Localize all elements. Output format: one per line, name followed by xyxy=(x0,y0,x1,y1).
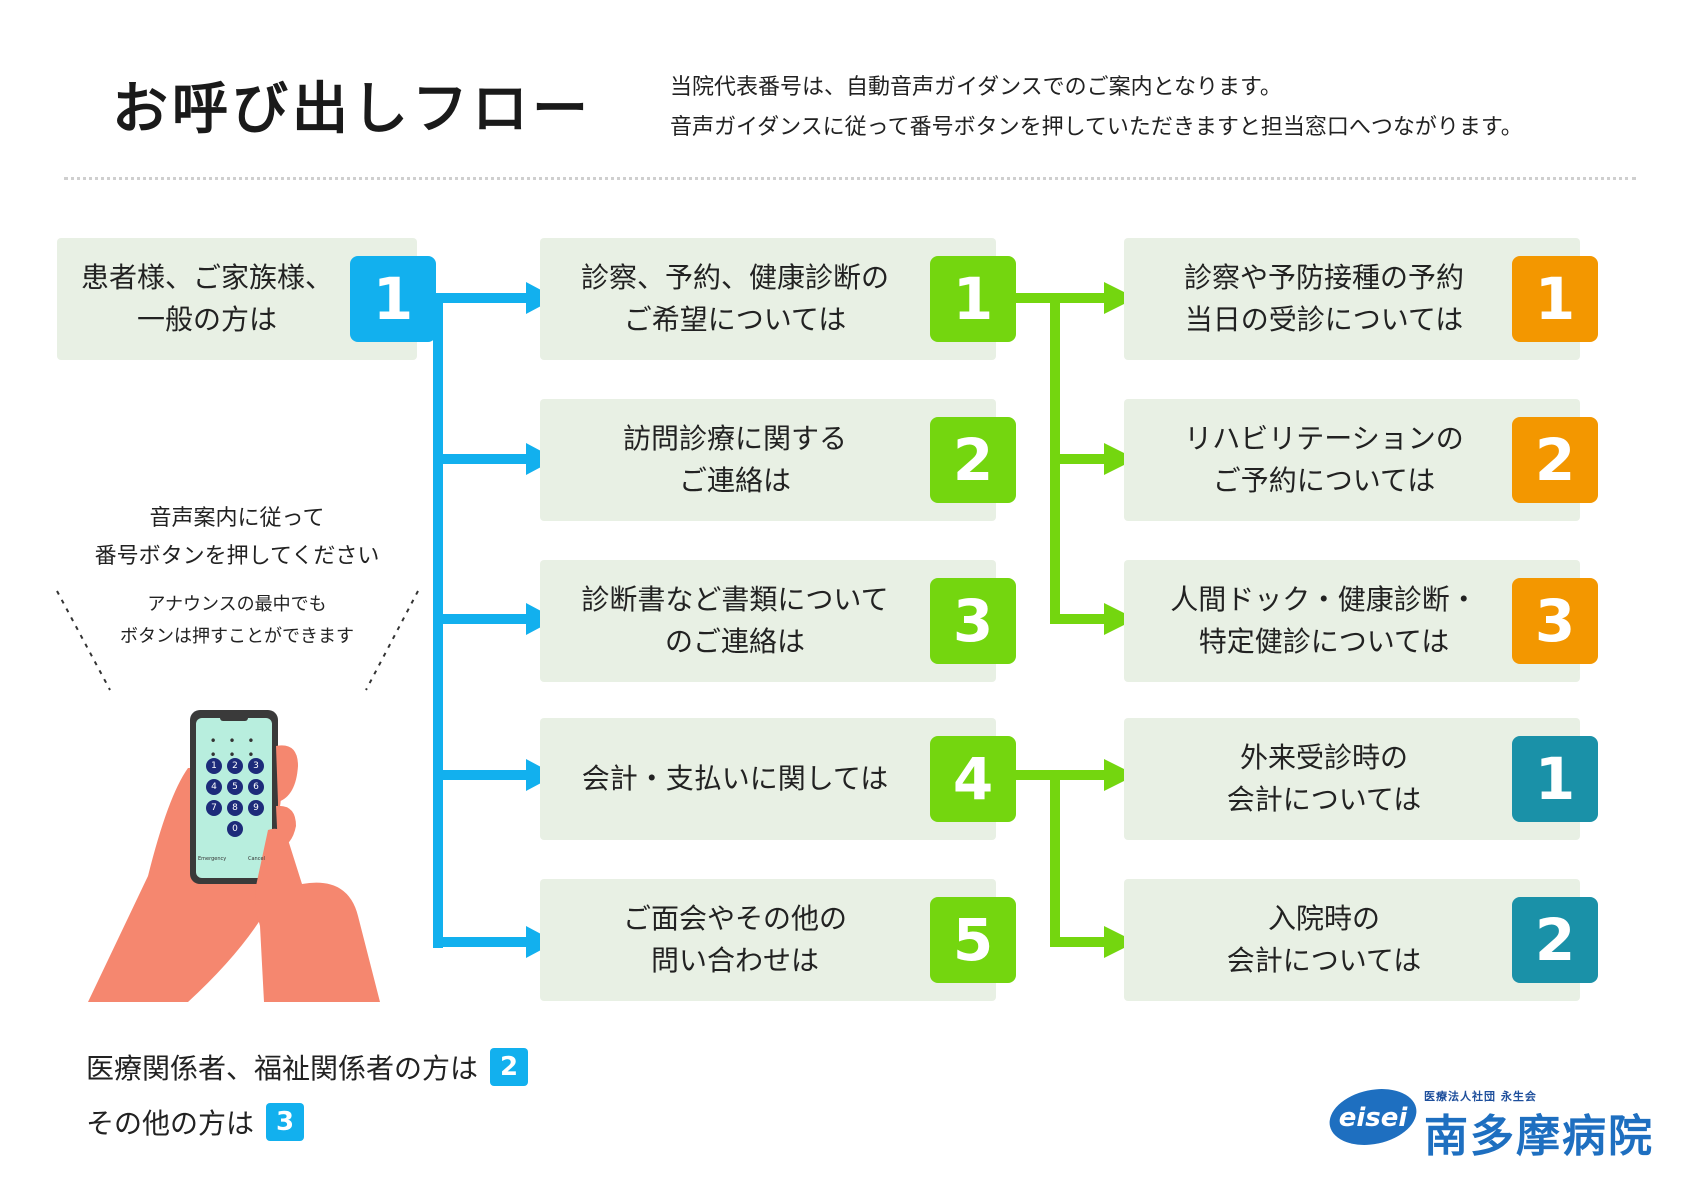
level3-consult-option-2[interactable] xyxy=(1124,399,1580,521)
level1-number-button[interactable]: 1 xyxy=(350,256,436,342)
level3-consult-label-1: 診察や予防接種の予約 当日の受診については xyxy=(1183,261,1464,336)
level2-label-5: ご面会やその他の 問い合わせは xyxy=(622,902,847,977)
level2-option-1[interactable] xyxy=(540,238,996,360)
eisei-logo-mark: eisei xyxy=(1328,1086,1418,1148)
level3-consult-label-2: リハビリテーションの ご予約については xyxy=(1184,422,1464,497)
keypad-key: 3 xyxy=(248,758,264,774)
intro-line-1: 当院代表番号は、自動音声ガイダンスでのご案内となります。 xyxy=(670,75,1282,100)
hint-guides xyxy=(56,590,419,691)
level3-billing-number-button-1[interactable]: 1 xyxy=(1512,736,1598,822)
hint-text: 音声案内に従って 番号ボタンを押してください xyxy=(57,500,417,576)
keypad-key: 1 xyxy=(206,758,222,774)
level2-label-4: 会計・支払いに関しては xyxy=(581,762,889,795)
level2-label-1: 診察、予約、健康診断の ご希望については xyxy=(580,261,889,336)
keypad: 1 2 3 4 5 6 7 8 9 0 xyxy=(204,758,266,837)
cancel-label: Cancel xyxy=(248,856,265,862)
level2-option-5[interactable] xyxy=(540,879,996,1001)
level1-label: 患者様、ご家族様、 一般の方は xyxy=(80,261,333,336)
level2-number-button-3[interactable]: 3 xyxy=(930,578,1016,664)
keypad-key: 8 xyxy=(227,800,243,816)
level2-option-3[interactable] xyxy=(540,560,996,682)
phone-illustration: • • • • • • 1 2 3 4 5 6 7 8 9 0 Emergenc… xyxy=(88,706,398,1002)
keypad-key: 6 xyxy=(248,779,264,795)
hint-note-line-1: アナウンスの最中でも xyxy=(147,594,327,615)
keypad-key: 5 xyxy=(227,779,243,795)
level3-billing-number-button-2[interactable]: 2 xyxy=(1512,897,1598,983)
level3-consult-number-button-1[interactable]: 1 xyxy=(1512,256,1598,342)
level3-billing-label-2: 入院時の 会計については xyxy=(1226,902,1422,977)
hospital-name: 南多摩病院 xyxy=(1424,1111,1654,1162)
eisei-logo-icon: eisei xyxy=(1329,1089,1417,1145)
level2-number-button-2[interactable]: 2 xyxy=(930,417,1016,503)
eisei-logo-text: eisei xyxy=(1339,1103,1409,1133)
intro-line-2: 音声ガイダンスに従って番号ボタンを押していただきますと担当窓口へつながります。 xyxy=(670,115,1523,140)
hint-line-2: 番号ボタンを押してください xyxy=(94,544,380,569)
keypad-key: 7 xyxy=(206,800,222,816)
footer-other-badge: 3 xyxy=(266,1103,305,1141)
green-connector-consult xyxy=(1008,282,1136,635)
keypad-key: 4 xyxy=(206,779,222,795)
keypad-key: 9 xyxy=(248,800,264,816)
level2-number-button-5[interactable]: 5 xyxy=(930,897,1016,983)
level3-consult-option-3[interactable] xyxy=(1124,560,1580,682)
level2-option-4[interactable] xyxy=(540,718,996,840)
level3-consult-number-button-2[interactable]: 2 xyxy=(1512,417,1598,503)
keypad-key: 2 xyxy=(227,758,243,774)
green-connector-billing xyxy=(1008,759,1136,958)
level3-consult-label-3: 人間ドック・健康診断・ 特定健診については xyxy=(1170,583,1478,658)
level3-billing-option-1[interactable] xyxy=(1124,718,1580,840)
hint-note: アナウンスの最中でも ボタンは押すことができます xyxy=(57,589,417,653)
logo-subtitle: 医療法人社団 永生会 xyxy=(1424,1090,1537,1103)
page-title: お呼び出しフロー xyxy=(112,77,592,142)
level2-option-2[interactable] xyxy=(540,399,996,521)
level3-consult-number-button-3[interactable]: 3 xyxy=(1512,578,1598,664)
level2-number-button-1[interactable]: 1 xyxy=(930,256,1016,342)
intro-text: 当院代表番号は、自動音声ガイダンスでのご案内となります。 音声ガイダンスに従って… xyxy=(670,68,1523,148)
footer-medical-text: 医療関係者、福祉関係者の方は xyxy=(86,1052,479,1085)
footer-medical: 医療関係者、福祉関係者の方は 2 xyxy=(86,1047,529,1087)
footer-medical-badge: 2 xyxy=(490,1048,529,1086)
level3-billing-label-1: 外来受診時の 会計については xyxy=(1226,741,1422,816)
blue-connector xyxy=(433,282,556,958)
hint-line-1: 音声案内に従って xyxy=(149,506,325,531)
level3-consult-option-1[interactable] xyxy=(1124,238,1580,360)
footer-other-text: その他の方は xyxy=(86,1107,255,1140)
level2-label-2: 訪問診療に関する ご連絡は xyxy=(622,422,847,497)
level2-label-3: 診断書など書類について のご連絡は xyxy=(581,583,889,658)
dial-display: • • • • • • xyxy=(209,734,259,762)
hint-note-line-2: ボタンは押すことができます xyxy=(120,626,354,647)
emergency-label: Emergency xyxy=(198,856,227,862)
level2-number-button-4[interactable]: 4 xyxy=(930,736,1016,822)
footer-other: その他の方は 3 xyxy=(86,1102,305,1142)
level3-billing-option-2[interactable] xyxy=(1124,879,1580,1001)
header-divider xyxy=(64,177,1636,180)
keypad-key: 0 xyxy=(227,821,243,837)
